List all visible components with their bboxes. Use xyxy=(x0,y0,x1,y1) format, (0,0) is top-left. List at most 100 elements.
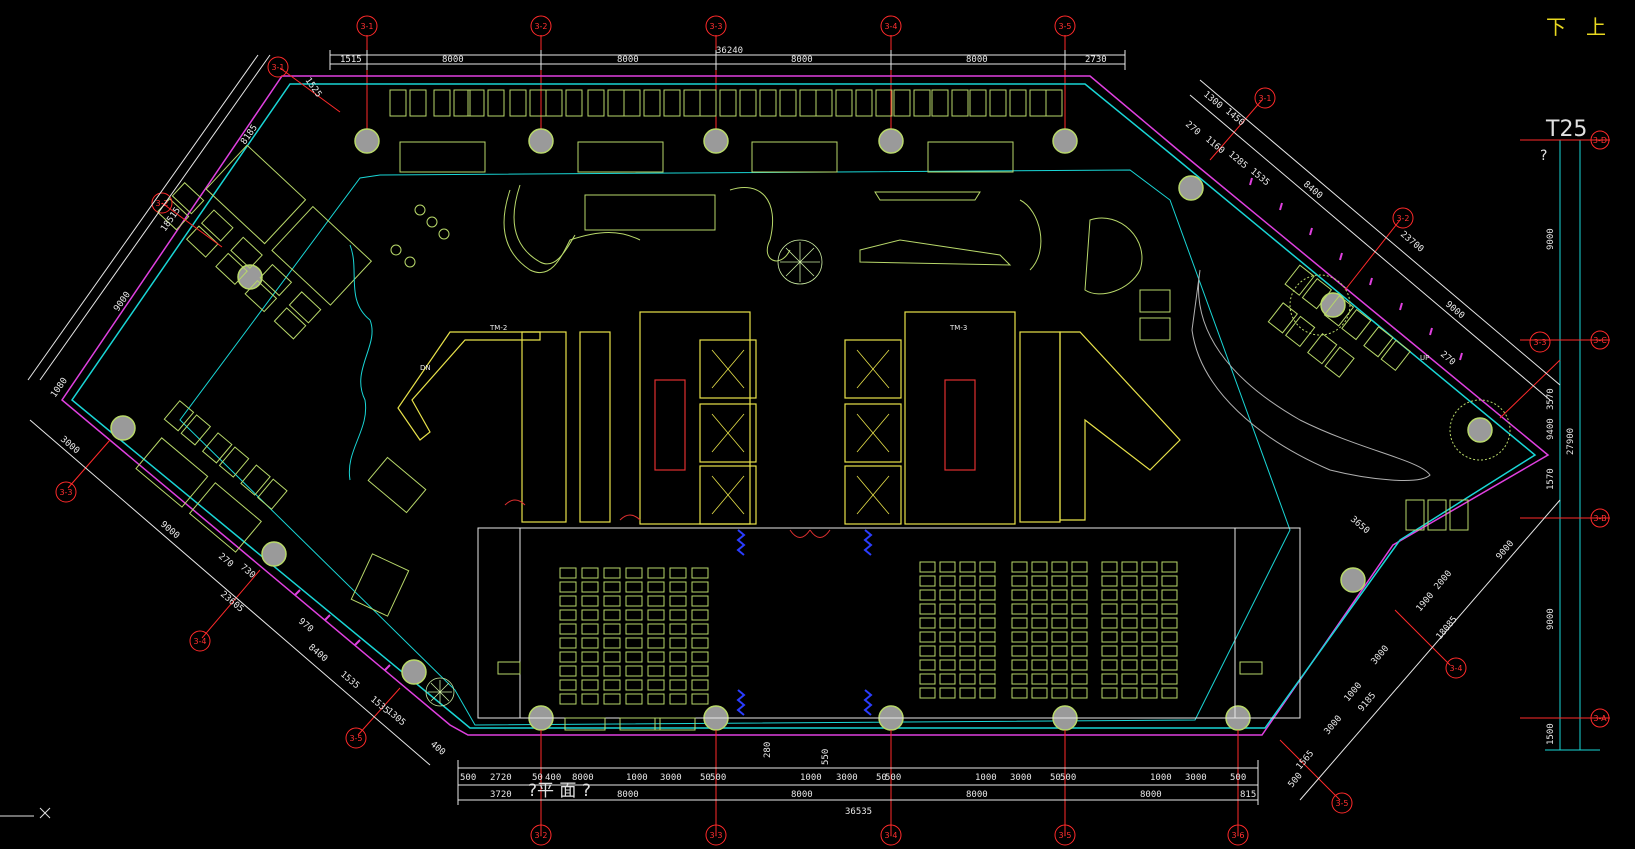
seat xyxy=(919,617,936,629)
seat xyxy=(1101,687,1118,699)
seat xyxy=(1071,673,1088,685)
seat xyxy=(625,665,643,677)
seat xyxy=(939,687,956,699)
left-curtain-partition xyxy=(348,244,373,481)
right-wing-furniture xyxy=(1139,264,1511,531)
dim-right-7: 1500 xyxy=(1546,723,1556,745)
seat xyxy=(939,659,956,671)
grid-label-rd-2: 3-2 xyxy=(1396,214,1409,223)
grid-label-ld-5: 3-5 xyxy=(349,734,362,743)
seat xyxy=(581,637,599,649)
grid-marker-ld-3 xyxy=(55,481,77,503)
seat xyxy=(1011,631,1028,643)
dim-rd-6: 1535 xyxy=(1248,167,1271,189)
seat xyxy=(1071,687,1088,699)
dim-bottom1-17: 500 xyxy=(1060,773,1076,783)
dim-bottom1-18: 1000 xyxy=(1150,773,1172,783)
seat xyxy=(1101,659,1118,671)
dim-lr-11: 500 xyxy=(1287,771,1305,790)
left-core xyxy=(397,311,757,525)
room-tag-3: DN xyxy=(420,364,431,372)
seat xyxy=(603,567,621,579)
seat xyxy=(647,595,665,607)
grid-marker-rd-2 xyxy=(1392,207,1414,229)
grid-bottom-axes xyxy=(540,730,1239,835)
seat xyxy=(1141,645,1158,657)
dim-lr-7: 1000 xyxy=(1343,681,1365,704)
lower-right-dimension-texts: 3650 9000 1900 2000 3000 18085 1000 3000… xyxy=(1287,515,1517,790)
dim-bottom2-5: 8000 xyxy=(1140,790,1162,800)
core-room-tags: TM-2 TM-3 DN UP xyxy=(420,324,1429,372)
dim-bottom1-2: 2720 xyxy=(490,773,512,783)
seat xyxy=(559,679,577,691)
dim-lr-1: 3650 xyxy=(1348,515,1371,537)
seat xyxy=(1121,603,1138,615)
grid-marker-bottom-3 xyxy=(880,824,902,846)
dim-ll-8: 1305 xyxy=(384,707,407,729)
seat xyxy=(1161,617,1178,629)
seat xyxy=(581,693,599,705)
seat xyxy=(559,637,577,649)
seat xyxy=(979,687,996,699)
grid-label-ld-1: 3-1 xyxy=(271,63,284,72)
dim-bottom1-8: 50 xyxy=(700,773,711,783)
seat xyxy=(1011,575,1028,587)
seat xyxy=(979,575,996,587)
seat xyxy=(559,581,577,593)
seat xyxy=(1051,687,1068,699)
dim-ll-2: 730 xyxy=(238,563,257,581)
seat xyxy=(1161,673,1178,685)
seat xyxy=(939,673,956,685)
grid-label-top-3: 3-3 xyxy=(709,22,722,31)
grid-marker-rd-1 xyxy=(1254,87,1276,109)
seat xyxy=(1161,575,1178,587)
seat xyxy=(1161,561,1178,573)
grid-marker-ld-4 xyxy=(189,630,211,652)
spring-markers xyxy=(736,529,873,716)
grid-right-diag-markers: 3-1 3-2 3-3 3-4 3-5 xyxy=(1254,87,1551,814)
dim-lr-4: 2000 xyxy=(1433,569,1455,592)
grid-marker-right-4 xyxy=(1590,708,1610,728)
seat xyxy=(1011,659,1028,671)
seat xyxy=(979,673,996,685)
seat xyxy=(559,651,577,663)
seat xyxy=(691,595,709,607)
seat xyxy=(1051,603,1068,615)
seat xyxy=(959,659,976,671)
top-interior-features xyxy=(503,184,1143,295)
seat xyxy=(669,567,687,579)
seat xyxy=(1031,617,1048,629)
layer-label: T25 xyxy=(1545,117,1587,142)
room-tag-4: UP xyxy=(1420,354,1429,362)
tree-symbol-bottom xyxy=(425,677,455,707)
seat xyxy=(603,581,621,593)
seat xyxy=(1121,631,1138,643)
dim-bottom2-2: 8000 xyxy=(617,790,639,800)
grid-label-rd-4: 3-4 xyxy=(1449,664,1462,673)
view-label-down: 下 xyxy=(1546,15,1566,39)
seat xyxy=(559,609,577,621)
seat xyxy=(1121,575,1138,587)
seat xyxy=(1071,575,1088,587)
seat xyxy=(647,623,665,635)
seat xyxy=(581,623,599,635)
right-elevator-x-marks xyxy=(856,349,890,515)
grid-marker-rd-5 xyxy=(1331,792,1353,814)
dim-lr-8: 3000 xyxy=(1323,714,1345,737)
seat xyxy=(669,595,687,607)
plan-title: ?平 面 ? xyxy=(528,781,591,801)
seat xyxy=(1161,631,1178,643)
dim-rd-3: 270 xyxy=(1183,120,1202,138)
right-dimension-texts: 9000 3570 9400 1570 27900 9000 1500 xyxy=(1546,228,1576,745)
seat xyxy=(979,659,996,671)
seat xyxy=(919,561,936,573)
seat xyxy=(1011,603,1028,615)
seat xyxy=(625,651,643,663)
seat xyxy=(603,665,621,677)
seat xyxy=(691,581,709,593)
seat xyxy=(959,687,976,699)
dim-ld-6: 3000 xyxy=(58,435,81,457)
dim-right-4: 1570 xyxy=(1546,468,1556,490)
seat xyxy=(1051,631,1068,643)
seat xyxy=(1071,603,1088,615)
